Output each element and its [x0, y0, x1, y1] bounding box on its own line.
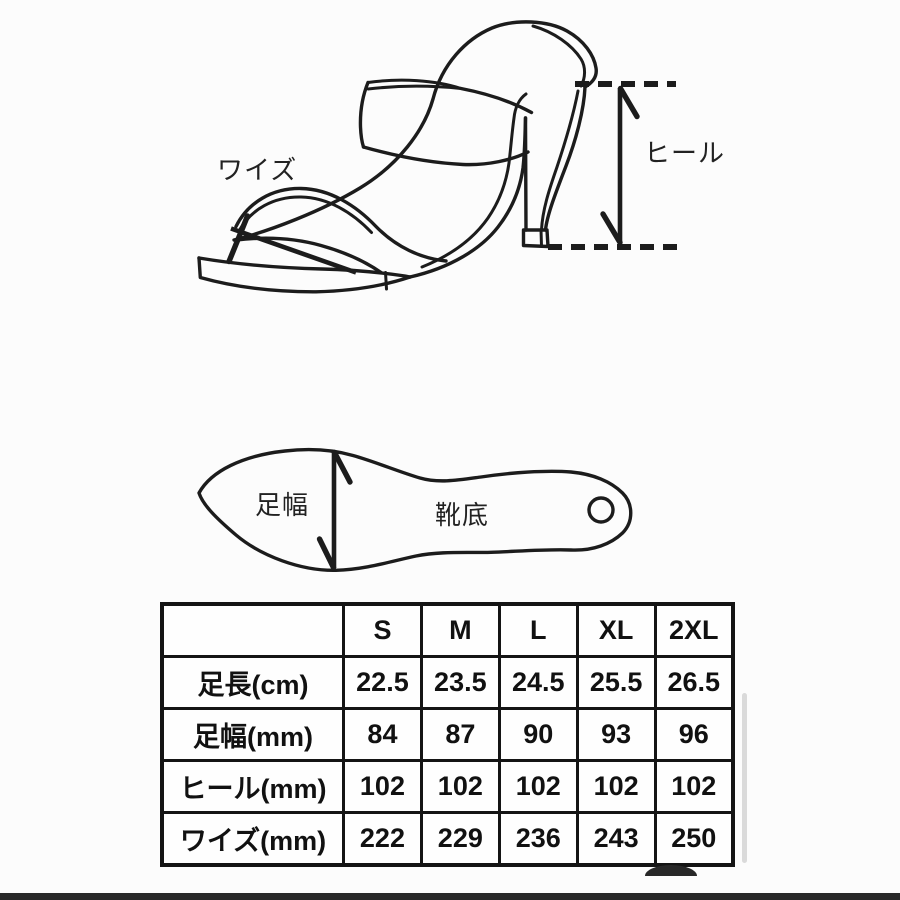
- heel-height-measure: [548, 81, 678, 250]
- bottom-edge-bar: [0, 893, 900, 900]
- table-cell: 102: [419, 759, 501, 814]
- row-label: ヒール(mm): [160, 759, 345, 814]
- partial-dark-circle: [645, 865, 697, 876]
- heel-label: ヒール: [644, 138, 725, 168]
- table-cell: 23.5: [419, 655, 501, 710]
- table-cell: 102: [497, 759, 579, 814]
- table-row-foot-length: 足長(cm) 22.5 23.5 24.5 25.5 26.5: [160, 655, 735, 710]
- size-column-header: XL: [575, 602, 657, 658]
- table-row-foot-width: 足幅(mm) 84 87 90 93 96: [160, 707, 735, 762]
- table-cell: 102: [342, 759, 423, 814]
- table-cell: 24.5: [497, 655, 579, 710]
- table-cell: 93: [575, 707, 657, 762]
- row-label: 足長(cm): [160, 655, 345, 710]
- row-label: 足幅(mm): [160, 707, 345, 762]
- sole-heel-hole: [587, 496, 615, 524]
- size-table-header-row: S M L XL 2XL: [160, 602, 735, 658]
- table-cell: 243: [575, 811, 657, 867]
- table-cell: 90: [497, 707, 579, 762]
- table-row-width-girth: ワイズ(mm) 222 229 236 243 250: [160, 811, 735, 867]
- table-cell: 22.5: [342, 655, 423, 710]
- table-cell: 84: [342, 707, 423, 762]
- row-label: ワイズ(mm): [160, 811, 345, 867]
- sole-label: 靴底: [435, 500, 489, 530]
- table-cell: 229: [419, 811, 501, 867]
- foot-width-measure-arrow: [316, 449, 353, 571]
- table-cell: 87: [419, 707, 501, 762]
- table-cell: 102: [653, 759, 735, 814]
- foot-width-label: 足幅: [255, 490, 309, 520]
- table-cell: 250: [653, 811, 735, 867]
- table-cell: 25.5: [575, 655, 657, 710]
- table-cell: 236: [497, 811, 579, 867]
- table-cell: 102: [575, 759, 657, 814]
- sandal-side-view-drawing: [197, 20, 598, 294]
- size-table: S M L XL 2XL 足長(cm) 22.5 23.5 24.5 25.5 …: [160, 602, 735, 867]
- table-cell: 222: [342, 811, 423, 867]
- size-column-header: L: [497, 602, 579, 658]
- sole-outline-drawing: [197, 447, 633, 573]
- width-measure-arrow: [226, 213, 357, 275]
- table-cell: 96: [653, 707, 735, 762]
- table-cell: 26.5: [653, 655, 735, 710]
- table-row-heel-height: ヒール(mm) 102 102 102 102 102: [160, 759, 735, 814]
- size-column-header: M: [419, 602, 501, 658]
- table-corner-cell: [160, 602, 345, 658]
- size-column-header: 2XL: [653, 602, 735, 658]
- size-column-header: S: [342, 602, 423, 658]
- width-label: ワイズ: [217, 155, 297, 185]
- scrollbar-thumb[interactable]: [742, 693, 747, 863]
